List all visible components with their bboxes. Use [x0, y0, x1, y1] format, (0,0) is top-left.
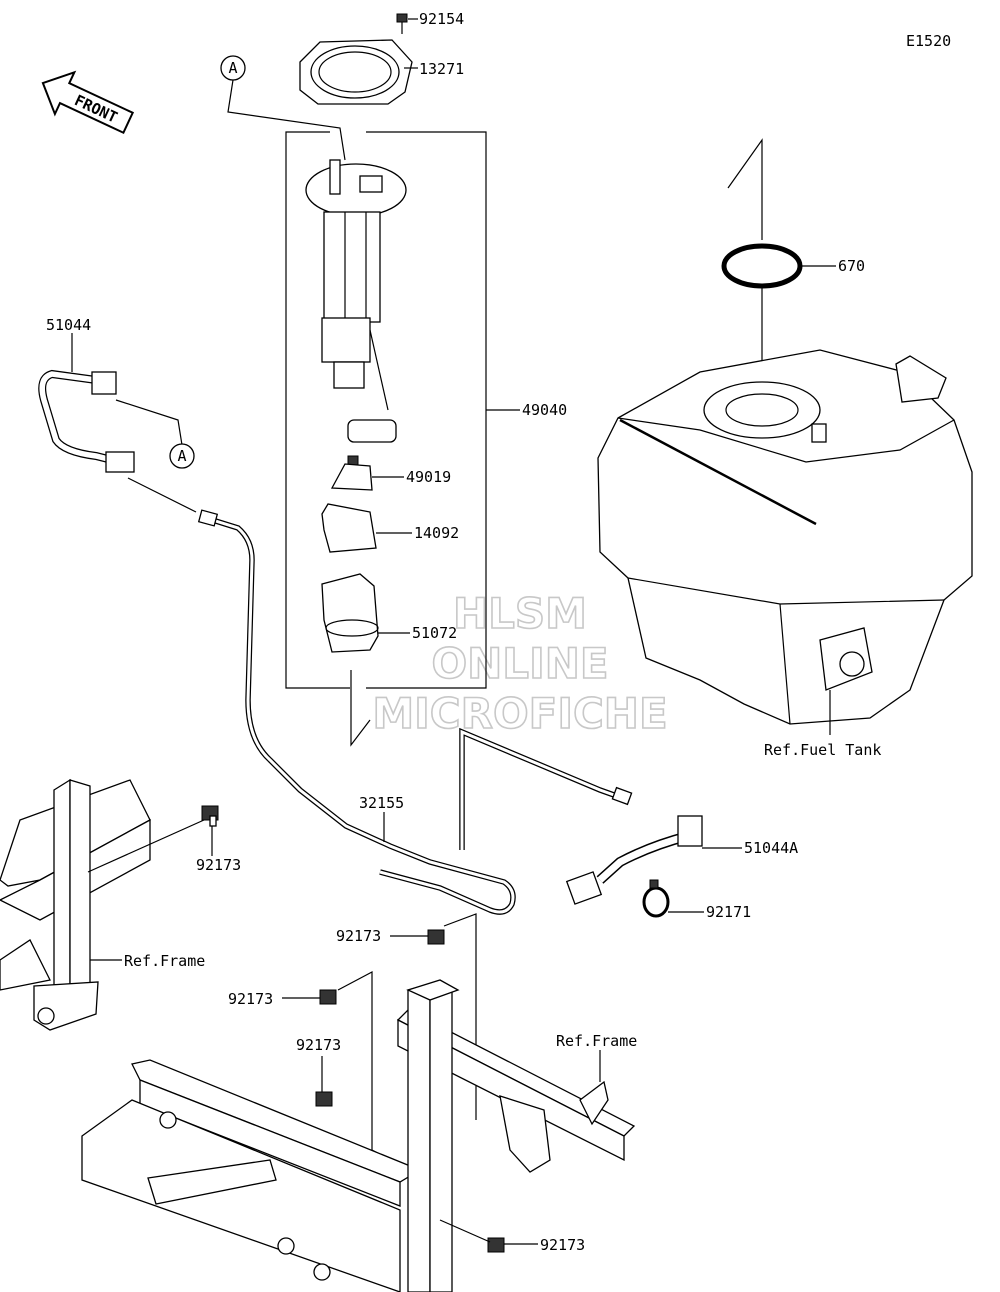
callout-a-top-label: A: [228, 59, 237, 77]
frame-left: [0, 778, 151, 1031]
label-32155: 32155: [359, 794, 404, 812]
clip-92173-d: [315, 1091, 333, 1107]
label-51044a: 51044A: [744, 839, 798, 857]
label-ref-frame-left: Ref.Frame: [124, 952, 205, 970]
label-92173-a: 92173: [196, 856, 241, 874]
bolt-92154: [396, 13, 408, 34]
watermark-line-1: HLSM: [453, 589, 587, 638]
clip-92173-c: [319, 989, 337, 1005]
label-92154: 92154: [419, 10, 464, 28]
label-51072: 51072: [412, 624, 457, 642]
hose-51044: [38, 369, 135, 473]
label-92173-c: 92173: [228, 990, 273, 1008]
callout-a-left-label: A: [177, 447, 186, 465]
clip-92173-e: [487, 1237, 505, 1253]
label-92173-b: 92173: [336, 927, 381, 945]
clip-92173-a: [201, 805, 219, 827]
frame-lower: [81, 979, 636, 1292]
clip-92173-b: [427, 929, 445, 945]
label-670: 670: [838, 257, 865, 275]
label-13271: 13271: [419, 60, 464, 78]
diagram-code: E1520: [906, 32, 951, 50]
gasket-13271: [299, 39, 413, 105]
clamp-92171: [642, 879, 670, 918]
label-ref-fuel-tank: Ref.Fuel Tank: [764, 741, 881, 759]
fuel-line-32155: [197, 509, 633, 915]
watermark-line-3: MICROFICHE: [372, 689, 667, 738]
label-49019: 49019: [406, 468, 451, 486]
hose-51044a: [565, 815, 703, 905]
label-ref-frame-right: Ref.Frame: [556, 1032, 637, 1050]
watermark: HLSM ONLINE MICROFICHE: [372, 588, 669, 739]
label-14092: 14092: [414, 524, 459, 542]
front-arrow-icon: FRONT: [41, 70, 135, 135]
watermark-line-2: ONLINE: [431, 639, 608, 688]
label-49040: 49040: [522, 401, 567, 419]
filter-49019: [330, 455, 373, 491]
holder-14092: [321, 503, 377, 553]
label-92171: 92171: [706, 903, 751, 921]
label-92173-d: 92173: [296, 1036, 341, 1054]
label-51044: 51044: [46, 316, 91, 334]
cover-51072: [321, 573, 379, 653]
fuel-pump-module: [305, 159, 407, 443]
label-92173-e: 92173: [540, 1236, 585, 1254]
callout-a-left: [169, 443, 195, 469]
fuel-tank: [597, 349, 973, 725]
